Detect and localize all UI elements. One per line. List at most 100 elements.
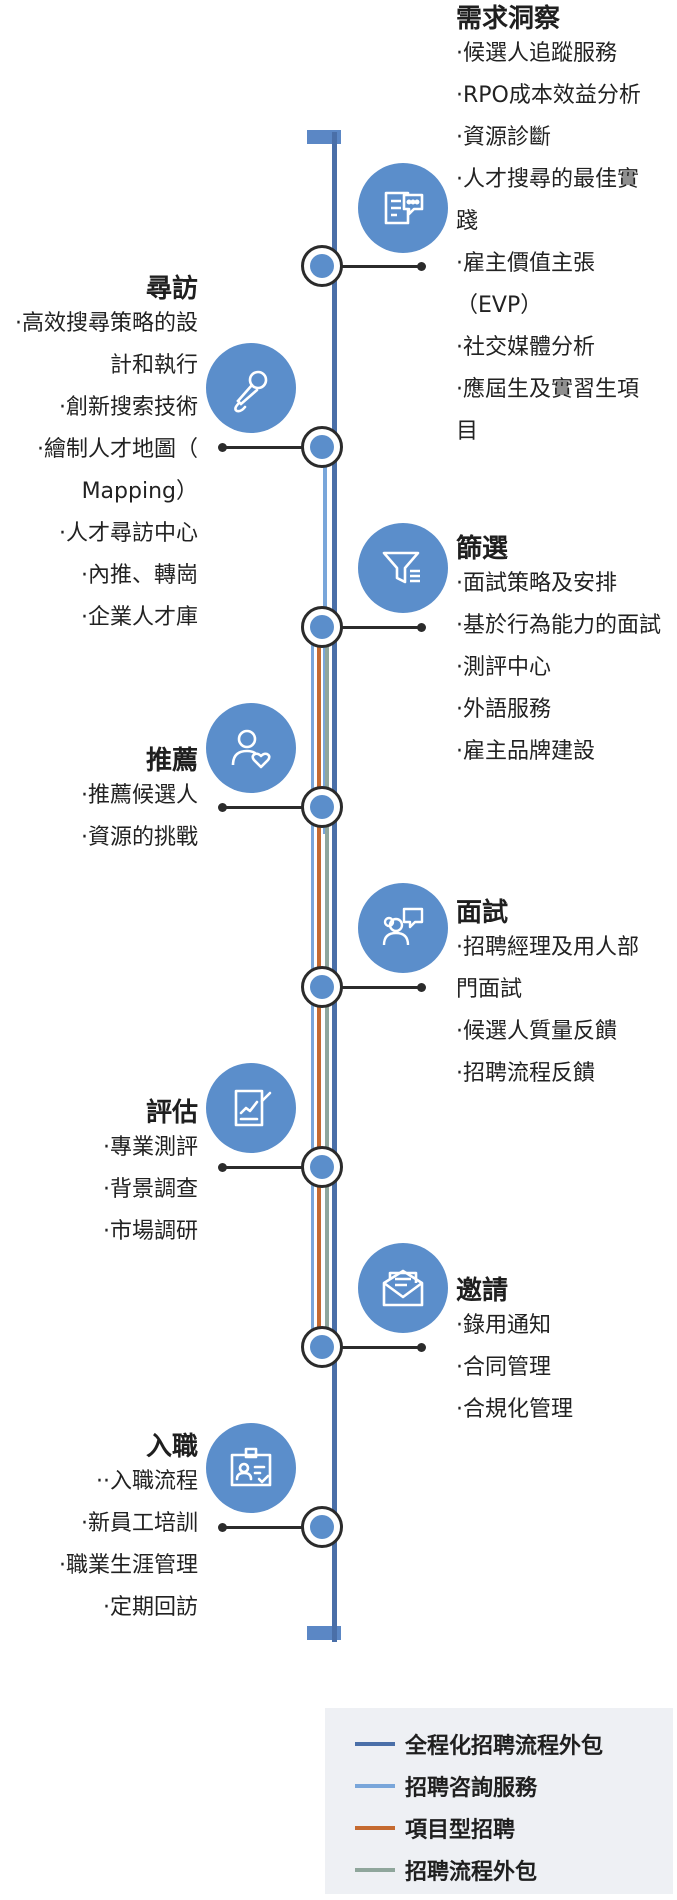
legend-label: 招聘流程外包 [405, 1860, 538, 1885]
interview-item-list: ·招聘經理及用人部 門面試 ·候選人質量反饋 ·招聘流程反饋 [456, 927, 639, 1095]
stage-title-assess: 評估 [145, 1098, 198, 1128]
list-item: 門面試 [456, 977, 523, 1002]
screening-node [301, 606, 343, 648]
list-item: ·專業測評 [103, 1135, 198, 1160]
list-item: ·測評中心 [456, 655, 551, 680]
recommend-item-list: ·推薦候選人 ·資源的挑戰 [81, 775, 198, 859]
legend-row-project: 項目型招聘 [355, 1813, 515, 1843]
stage-title-offer: 邀請 [456, 1276, 509, 1306]
list-item: ·創新搜索技術 [59, 395, 198, 420]
list-item: ·內推、轉崗 [81, 563, 198, 588]
list-item: ··入職流程 [96, 1469, 198, 1494]
list-item: ·候選人質量反饋 [456, 1019, 617, 1044]
stage-title-needs: 需求洞察 [456, 4, 561, 34]
screening-icon-circle [358, 523, 448, 613]
onboard-node [301, 1506, 343, 1548]
legend-row-consulting: 招聘咨詢服務 [355, 1771, 537, 1801]
people-chat-icon [382, 907, 424, 946]
legend-row-process-outsourcing: 招聘流程外包 [355, 1855, 537, 1885]
sourcing-item-list: ·高效搜尋策略的設 計和執行 ·創新搜索技術 ·繪制人才地圖（ Mapping）… [15, 303, 198, 639]
list-item: ·背景調查 [103, 1177, 198, 1202]
list-item: ·市場調研 [103, 1219, 198, 1244]
list-item: ·雇主價值主張 [456, 251, 595, 276]
offer-icon-circle [358, 1243, 448, 1333]
list-item: 踐 [456, 209, 479, 234]
list-item: Mapping） [81, 479, 198, 504]
list-item: ·雇主品牌建設 [456, 739, 595, 764]
clipboard-chart-icon [234, 1089, 272, 1127]
interview-icon-circle [358, 883, 448, 973]
needs-connector [342, 262, 426, 271]
list-item: ·人才搜尋的最佳實 [456, 167, 639, 192]
onboard-icon-circle [206, 1423, 296, 1513]
envelope-icon [382, 1269, 424, 1307]
list-item: 計和執行 [109, 353, 198, 378]
document-chat-icon [384, 191, 424, 225]
list-item: ·外語服務 [456, 697, 551, 722]
offer-node [301, 1326, 343, 1368]
recommend-connector [218, 803, 302, 812]
list-item: ·社交媒體分析 [456, 335, 595, 360]
list-item: ·資源的挑戰 [81, 825, 198, 850]
list-item: ·人才尋訪中心 [59, 521, 198, 546]
legend-swatch [355, 1826, 395, 1830]
list-item: ·新員工培訓 [81, 1511, 198, 1536]
needs-icon-circle [358, 163, 448, 253]
stage-title-interview: 面試 [456, 898, 509, 928]
legend-label: 招聘咨詢服務 [405, 1776, 538, 1801]
list-item: ·職業生涯管理 [59, 1553, 198, 1578]
needs-item-list: ·候選人追蹤服務 ·RPO成本效益分析 ·資源診斷 ·人才搜尋的最佳實 踐 ·雇… [456, 33, 641, 453]
list-item: ·企業人才庫 [81, 605, 198, 630]
list-item: ·基於行為能力的面試 [456, 613, 661, 638]
onboard-item-list: ··入職流程 ·新員工培訓 ·職業生涯管理 ·定期回訪 [59, 1461, 198, 1629]
list-item: 目 [456, 419, 479, 444]
list-item: ·RPO成本效益分析 [456, 83, 641, 108]
interview-node [301, 966, 343, 1008]
needs-node [301, 245, 343, 287]
legend-swatch [355, 1742, 395, 1746]
list-item: ·推薦候選人 [81, 783, 198, 808]
offer-item-list: ·錄用通知 ·合同管理 ·合規化管理 [456, 1305, 573, 1431]
list-item: ·合同管理 [456, 1355, 551, 1380]
legend: 全程化招聘流程外包 招聘咨詢服務 項目型招聘 招聘流程外包 [325, 1708, 673, 1894]
list-item: ·候選人追蹤服務 [456, 41, 617, 66]
list-item: ·面試策略及安排 [456, 571, 617, 596]
microphone-icon [234, 370, 268, 413]
sourcing-connector [218, 443, 302, 452]
interview-connector [342, 983, 426, 992]
assess-node [301, 1146, 343, 1188]
legend-swatch [355, 1868, 395, 1872]
onboard-connector [218, 1523, 302, 1532]
recommend-node [301, 786, 343, 828]
screening-connector [342, 623, 426, 632]
list-item: （EVP） [456, 293, 543, 318]
list-item: ·合規化管理 [456, 1397, 573, 1422]
sourcing-icon-circle [206, 343, 296, 433]
offer-connector [342, 1343, 426, 1352]
filter-icon [382, 551, 420, 584]
assess-item-list: ·專業測評 ·背景調查 ·市場調研 [103, 1127, 198, 1253]
list-item: ·資源診斷 [456, 125, 551, 150]
assess-icon-circle [206, 1063, 296, 1153]
list-item: ·應屆生及實習生項 [456, 377, 639, 402]
person-heart-icon [231, 729, 271, 769]
list-item: ·招聘流程反饋 [456, 1061, 595, 1086]
list-item: ·錄用通知 [456, 1313, 551, 1338]
recommend-icon-circle [206, 703, 296, 793]
stage-title-sourcing: 尋訪 [145, 274, 198, 304]
sourcing-node [301, 426, 343, 468]
legend-swatch [355, 1784, 395, 1788]
legend-label: 全程化招聘流程外包 [405, 1734, 604, 1759]
legend-label: 項目型招聘 [405, 1818, 516, 1843]
assess-connector [218, 1163, 302, 1172]
list-item: ·繪制人才地圖（ [37, 437, 198, 462]
screening-item-list: ·面試策略及安排 ·基於行為能力的面試 ·測評中心 ·外語服務 ·雇主品牌建設 [456, 563, 661, 773]
line-full-process [332, 132, 337, 1642]
id-badge-icon [230, 1447, 272, 1487]
list-item: ·招聘經理及用人部 [456, 935, 639, 960]
stage-title-recommend: 推薦 [145, 746, 198, 776]
stage-title-onboard: 入職 [145, 1432, 198, 1462]
list-item: ·高效搜尋策略的設 [15, 311, 198, 336]
stage-title-screening: 篩選 [456, 534, 509, 564]
legend-row-full-process: 全程化招聘流程外包 [355, 1729, 603, 1759]
